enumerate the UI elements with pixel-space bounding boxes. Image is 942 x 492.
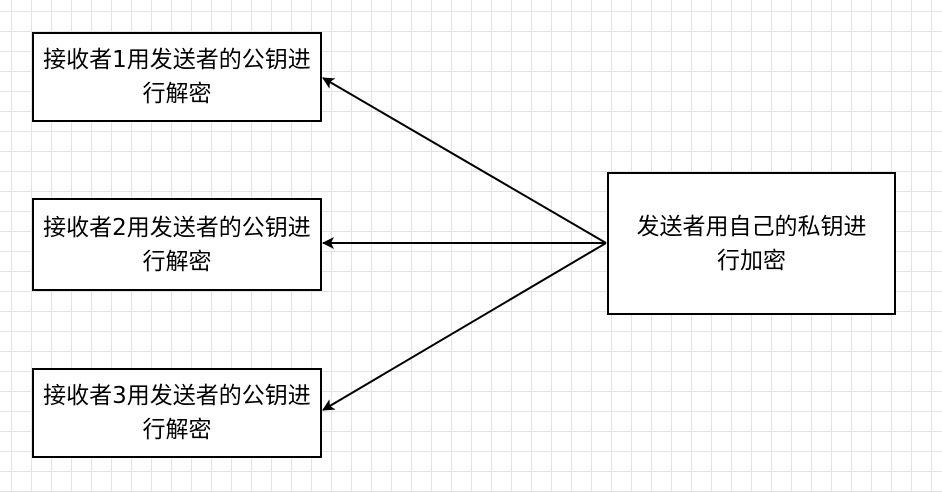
arrow-sender-to-receiver-1[interactable]: [322, 77, 607, 244]
sender-label: 发送者用自己的私钥进行加密: [636, 213, 867, 274]
sender-box[interactable]: 发送者用自己的私钥进行加密: [607, 172, 896, 315]
receiver-2-label: 接收者2用发送者的公钥进行解密: [43, 214, 311, 275]
receiver-3-box[interactable]: 接收者3用发送者的公钥进行解密: [32, 368, 322, 458]
arrow-sender-to-receiver-3[interactable]: [322, 242, 607, 411]
receiver-2-box[interactable]: 接收者2用发送者的公钥进行解密: [32, 198, 322, 291]
receiver-1-label: 接收者1用发送者的公钥进行解密: [43, 47, 311, 107]
receiver-3-label: 接收者3用发送者的公钥进行解密: [43, 383, 311, 443]
receiver-1-box[interactable]: 接收者1用发送者的公钥进行解密: [32, 32, 322, 122]
